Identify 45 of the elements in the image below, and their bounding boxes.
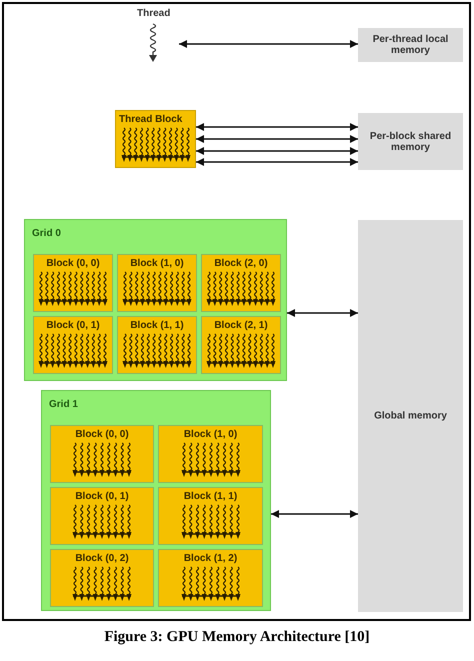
block-label: Block (0, 2) bbox=[74, 553, 130, 564]
memory-box bbox=[358, 28, 463, 62]
block-box bbox=[33, 316, 113, 374]
block-label: Block (0, 0) bbox=[74, 429, 130, 440]
memory-box bbox=[358, 113, 463, 170]
block-box bbox=[158, 487, 263, 545]
block-box bbox=[158, 549, 263, 607]
block-box bbox=[50, 487, 154, 545]
block-box bbox=[158, 425, 263, 483]
memory-label: Global memory bbox=[373, 410, 448, 422]
double-arrow bbox=[179, 40, 358, 48]
double-arrow bbox=[287, 309, 358, 317]
block-box bbox=[33, 254, 113, 312]
block-label: Block (2, 0) bbox=[213, 258, 269, 269]
block-box bbox=[201, 316, 281, 374]
memory-label: Per-block shared memory bbox=[368, 130, 452, 152]
block-label: Block (2, 1) bbox=[213, 320, 269, 331]
block-label: Block (1, 0) bbox=[182, 429, 238, 440]
block-label: Block (1, 0) bbox=[129, 258, 185, 269]
block-box bbox=[117, 316, 197, 374]
double-arrow bbox=[196, 147, 358, 155]
block-label: Block (1, 2) bbox=[182, 553, 238, 564]
block-label: Block (0, 1) bbox=[45, 320, 101, 331]
grid-label: Grid 0 bbox=[32, 228, 61, 239]
block-box bbox=[117, 254, 197, 312]
memory-label: Per-thread local memory bbox=[372, 34, 450, 56]
block-label: Thread Block bbox=[119, 114, 182, 125]
memory-panel bbox=[358, 220, 463, 612]
block-label: Block (1, 1) bbox=[129, 320, 185, 331]
double-arrow bbox=[271, 510, 358, 518]
grid-panel bbox=[24, 219, 287, 381]
block-box bbox=[201, 254, 281, 312]
thread-block-box bbox=[115, 110, 196, 168]
double-arrow bbox=[196, 135, 358, 143]
thread-label: Thread bbox=[137, 8, 170, 19]
figure-caption: Figure 3: GPU Memory Architecture [10] bbox=[103, 629, 371, 646]
block-label: Block (0, 0) bbox=[45, 258, 101, 269]
grid-label: Grid 1 bbox=[49, 399, 78, 410]
grid-panel bbox=[41, 390, 271, 611]
block-box bbox=[50, 425, 154, 483]
block-label: Block (1, 1) bbox=[182, 491, 238, 502]
double-arrow bbox=[196, 158, 358, 166]
double-arrow bbox=[196, 123, 358, 131]
block-label: Block (0, 1) bbox=[74, 491, 130, 502]
block-box bbox=[50, 549, 154, 607]
